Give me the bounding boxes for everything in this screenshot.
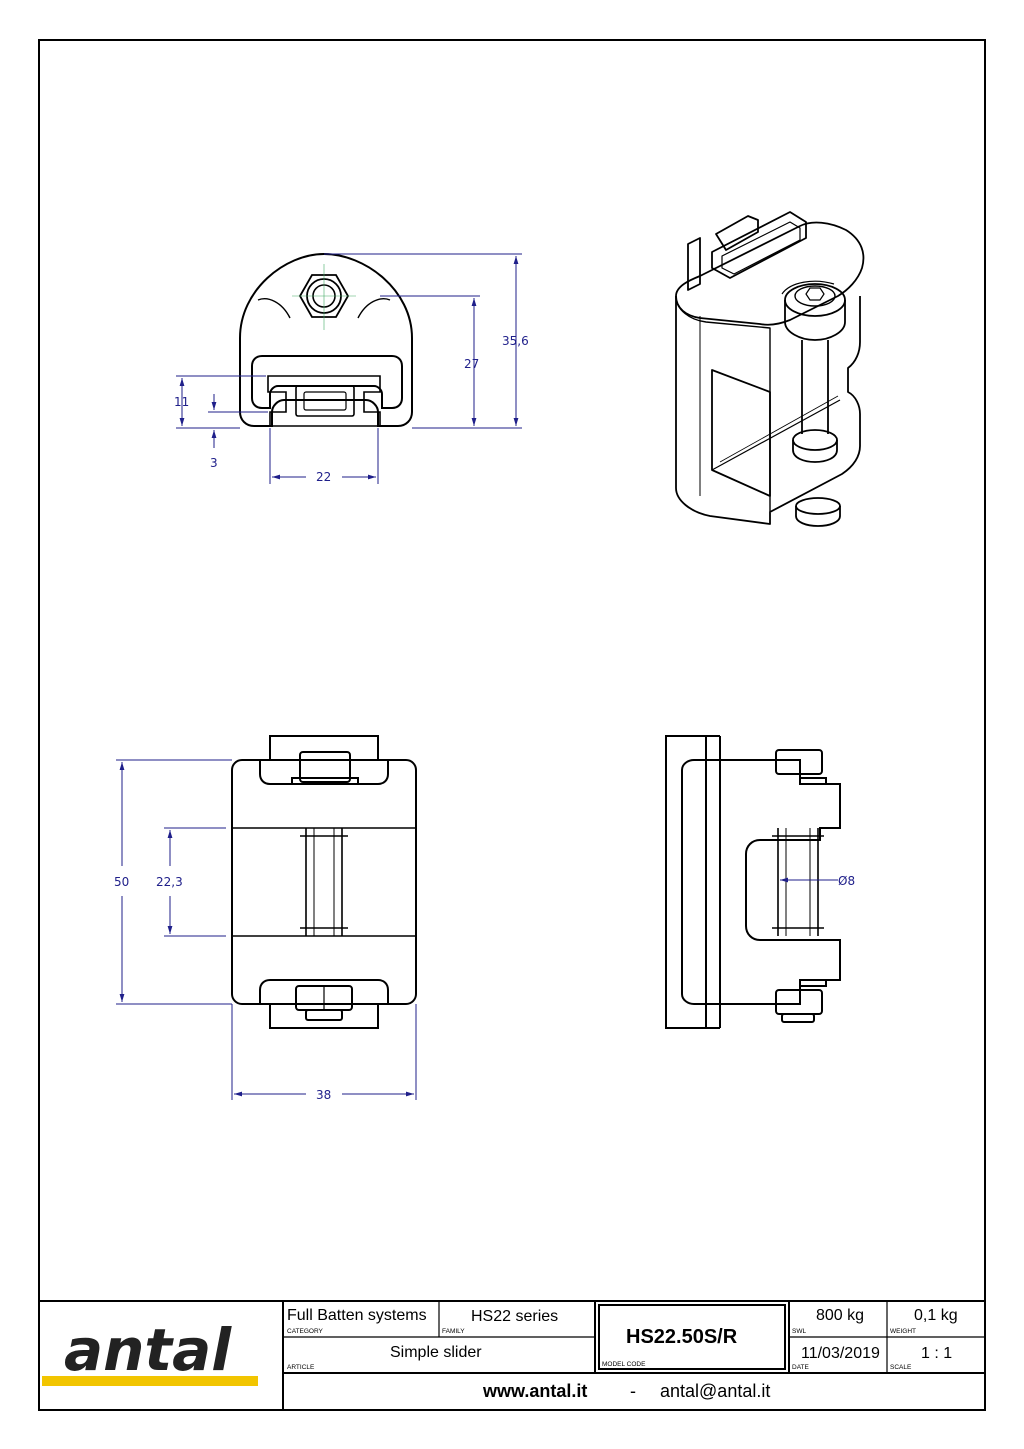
website-link[interactable]: www.antal.it: [482, 1381, 587, 1401]
side-view: [665, 735, 841, 1029]
dim-diameter-8: Ø8: [838, 874, 855, 888]
isometric-view: [675, 211, 865, 527]
top-view-centerlines: [292, 264, 356, 330]
dim-35-6: 35,6: [502, 334, 529, 348]
front-view: [231, 735, 417, 1029]
date-value: 11/03/2019: [801, 1345, 880, 1362]
swl-value: 800 kg: [816, 1307, 864, 1324]
swl-label: SWL: [792, 1328, 806, 1335]
email-link[interactable]: antal@antal.it: [660, 1381, 770, 1401]
dim-27: 27: [464, 357, 479, 371]
family-label: FAMILY: [442, 1328, 465, 1335]
article-label: ARTICLE: [287, 1364, 315, 1371]
weight-value: 0,1 kg: [914, 1307, 958, 1324]
sheet-border: [38, 39, 986, 1411]
logo-stripe: [42, 1376, 258, 1386]
model-code-value: HS22.50S/R: [626, 1326, 738, 1348]
top-view: [239, 252, 413, 427]
dim-11: 11: [174, 395, 189, 409]
model-code-label: MODEL CODE: [602, 1361, 646, 1368]
dim-50: 50: [114, 875, 129, 889]
contact-separator: -: [630, 1381, 636, 1401]
family-value: HS22 series: [471, 1308, 558, 1325]
article-value: Simple slider: [390, 1344, 482, 1361]
dim-38: 38: [316, 1088, 331, 1102]
category-value: Full Batten systems: [287, 1307, 427, 1324]
scale-value: 1 : 1: [921, 1345, 952, 1362]
category-label: CATEGORY: [287, 1328, 324, 1335]
dim-22: 22: [316, 470, 331, 484]
weight-label: WEIGHT: [890, 1328, 916, 1335]
dim-3: 3: [210, 456, 218, 470]
top-view-dimensions: [176, 253, 522, 484]
title-block: [39, 1300, 985, 1410]
front-view-dimensions: [116, 759, 417, 1100]
antal-logo: antal: [64, 1316, 232, 1384]
scale-label: SCALE: [890, 1364, 912, 1371]
date-label: DATE: [792, 1364, 810, 1371]
dim-22-3: 22,3: [156, 875, 183, 889]
